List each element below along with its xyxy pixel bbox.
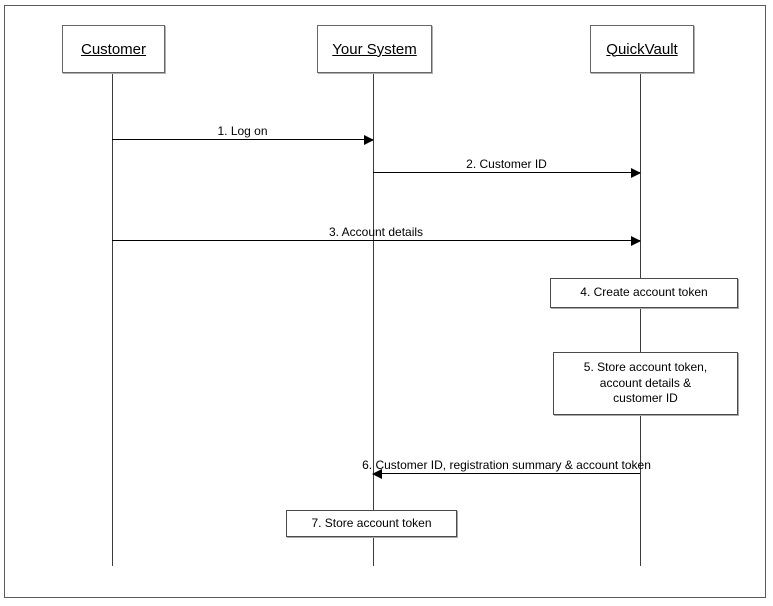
message-3-label: 3. Account details bbox=[328, 225, 424, 239]
message-1-log-on: 1. Log on bbox=[112, 124, 374, 145]
message-3-account-details: 3. Account details bbox=[112, 225, 641, 246]
message-1-label: 1. Log on bbox=[217, 124, 268, 138]
actor-label-customer: Customer bbox=[80, 40, 147, 58]
actor-box-customer: Customer bbox=[62, 25, 165, 73]
actor-box-your-system: Your System bbox=[317, 25, 432, 73]
message-2-customer-id: 2. Customer ID bbox=[373, 157, 641, 178]
arrow-left-icon bbox=[372, 468, 382, 479]
arrow-right-icon bbox=[631, 167, 641, 178]
actor-box-quickvault: QuickVault bbox=[590, 25, 694, 73]
action-box-store-account-token-details: 5. Store account token, account details … bbox=[553, 352, 738, 415]
arrow-right-icon bbox=[364, 134, 374, 145]
actor-label-quickvault: QuickVault bbox=[606, 40, 678, 58]
action-5-label: 5. Store account token, account details … bbox=[583, 360, 708, 406]
lifeline-quickvault bbox=[640, 71, 641, 566]
message-6-registration-summary: 6. Customer ID, registration summary & a… bbox=[362, 458, 651, 479]
action-7-label: 7. Store account token bbox=[311, 515, 432, 530]
action-box-create-account-token: 4. Create account token bbox=[550, 278, 738, 308]
action-4-label: 4. Create account token bbox=[580, 285, 708, 300]
message-2-label: 2. Customer ID bbox=[466, 157, 547, 171]
lifeline-your-system bbox=[373, 71, 374, 566]
actor-label-your-system: Your System bbox=[332, 40, 417, 58]
action-box-store-account-token: 7. Store account token bbox=[286, 510, 457, 537]
lifeline-customer bbox=[112, 71, 113, 566]
arrow-right-icon bbox=[631, 235, 641, 246]
message-6-label: 6. Customer ID, registration summary & a… bbox=[362, 458, 651, 472]
